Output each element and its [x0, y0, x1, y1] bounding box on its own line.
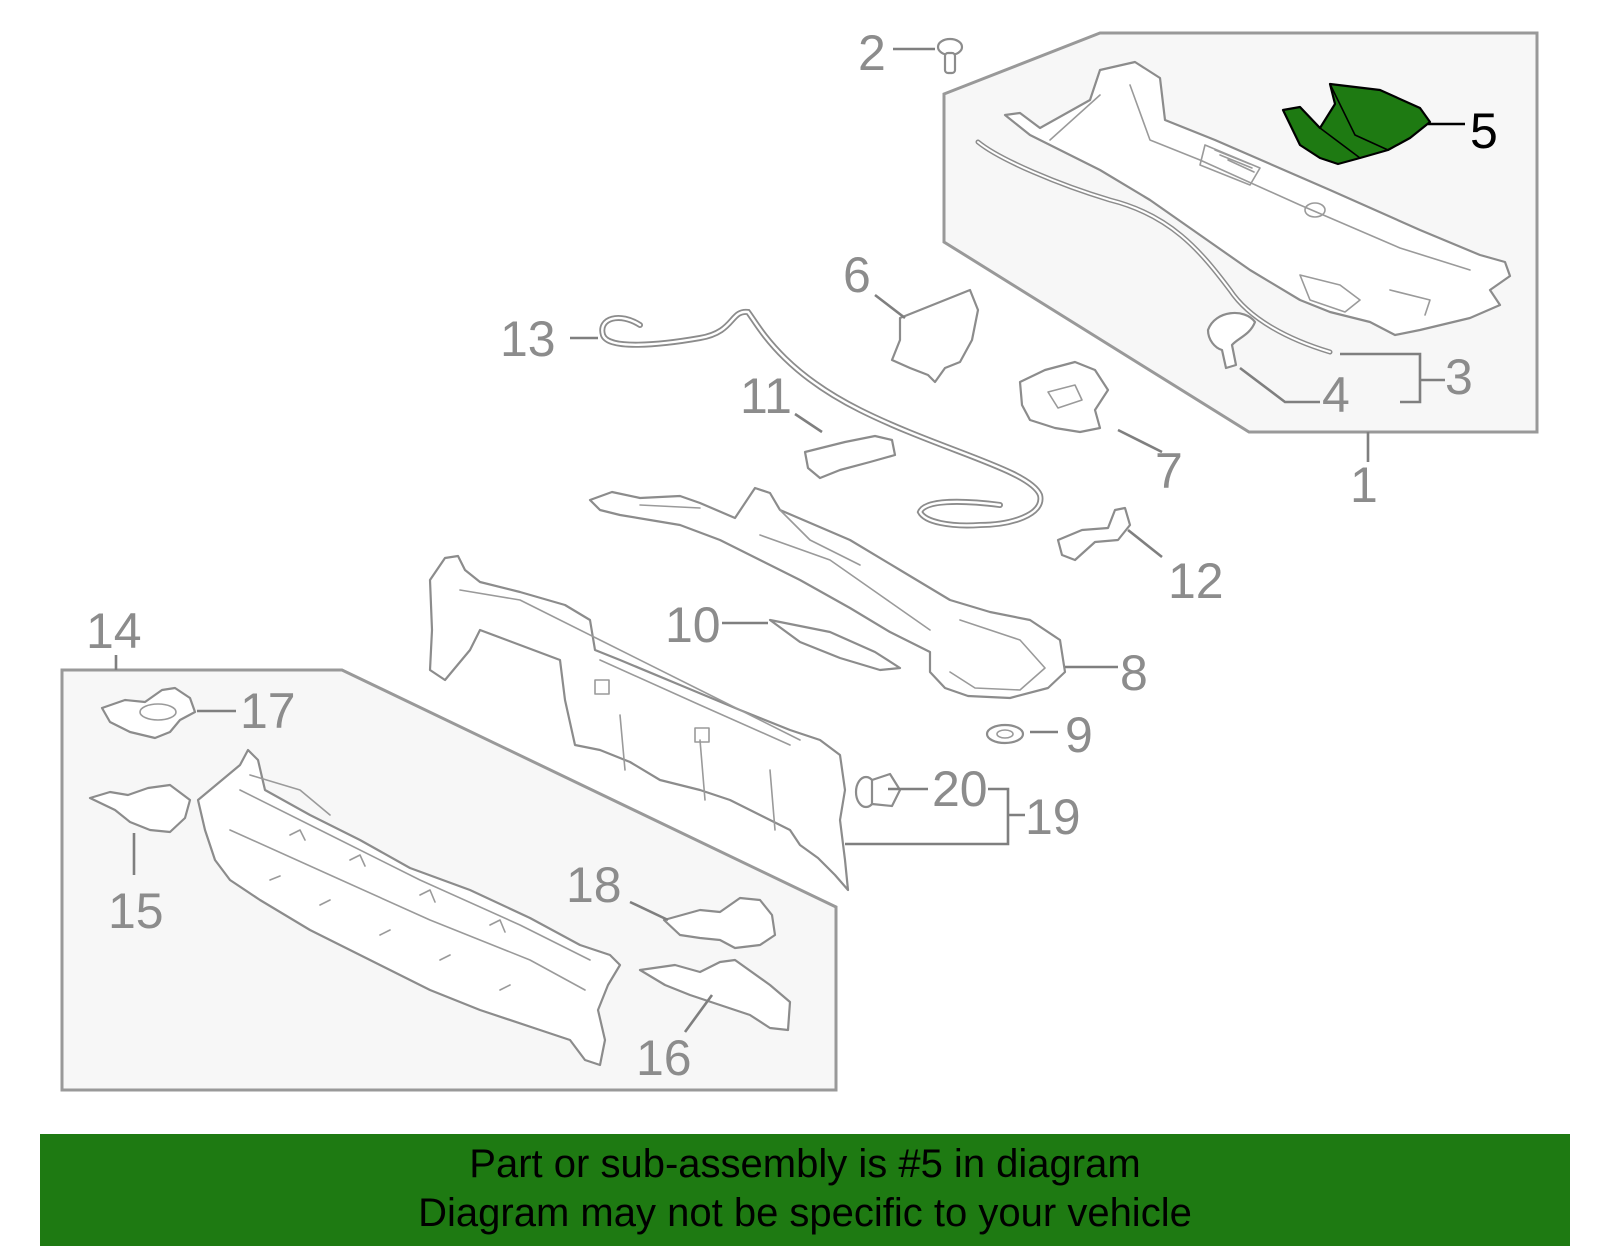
leader-19-bracket — [845, 787, 1025, 846]
part-7-bracket[interactable] — [1018, 360, 1110, 434]
banner-line-2: Diagram may not be specific to your vehi… — [418, 1191, 1192, 1235]
leader-3-bracket — [1340, 352, 1445, 404]
part-18-bracket[interactable] — [662, 896, 777, 950]
callout-16: 16 — [636, 1030, 692, 1086]
leader-16 — [683, 994, 714, 1033]
callout-13: 13 — [500, 311, 556, 367]
part-4-grommet[interactable] — [1206, 311, 1257, 370]
callout-5: 5 — [1470, 103, 1498, 159]
callout-14: 14 — [86, 603, 142, 659]
callout-1: 1 — [1350, 457, 1378, 513]
leader-11 — [794, 412, 823, 434]
part-6-bracket[interactable] — [890, 288, 980, 384]
part-10-pad[interactable] — [768, 618, 902, 672]
callout-17: 17 — [240, 683, 296, 739]
part-19-lower-panel[interactable] — [428, 554, 850, 892]
leader-6 — [874, 293, 906, 320]
part-12-bracket[interactable] — [1056, 506, 1132, 562]
part-20-clip[interactable] — [854, 772, 902, 809]
leader-18 — [629, 900, 669, 922]
callout-3: 3 — [1445, 349, 1473, 405]
callout-12: 12 — [1168, 553, 1224, 609]
callout-11: 11 — [740, 368, 792, 424]
leader-4 — [1239, 366, 1320, 404]
part-1-cowl-panel[interactable] — [1003, 60, 1512, 337]
callout-2: 2 — [858, 25, 886, 81]
leader-12 — [1127, 528, 1163, 559]
callout-19: 19 — [1025, 789, 1081, 845]
part-2-bolt[interactable] — [936, 37, 964, 75]
part-8-inner-panel[interactable] — [588, 486, 1067, 700]
callout-4: 4 — [1322, 367, 1350, 423]
callout-10: 10 — [665, 597, 721, 653]
part-9-washer[interactable] — [985, 723, 1025, 745]
callout-6: 6 — [843, 247, 871, 303]
info-banner: Part or sub-assembly is #5 in diagram Di… — [40, 1134, 1570, 1246]
part-14-cowl-panel[interactable] — [196, 748, 622, 1067]
callout-20: 20 — [932, 761, 988, 817]
callout-18: 18 — [566, 857, 622, 913]
callout-9: 9 — [1065, 707, 1093, 763]
banner-line-1: Part or sub-assembly is #5 in diagram — [469, 1142, 1141, 1186]
part-5-highlighted-cover[interactable] — [1281, 82, 1432, 166]
callout-labels: 1 2 3 4 5 6 7 8 9 10 11 12 13 14 15 16 1… — [86, 25, 1498, 1086]
part-11-bracket[interactable] — [803, 434, 897, 480]
leader-7 — [1117, 428, 1163, 454]
part-16-bracket[interactable] — [638, 958, 792, 1032]
callout-8: 8 — [1120, 645, 1148, 701]
callout-7: 7 — [1155, 443, 1183, 499]
leader-lines — [114, 47, 1465, 1033]
part-15-bracket[interactable] — [88, 783, 192, 834]
callout-15: 15 — [108, 883, 164, 939]
part-17-bracket[interactable] — [100, 686, 197, 740]
